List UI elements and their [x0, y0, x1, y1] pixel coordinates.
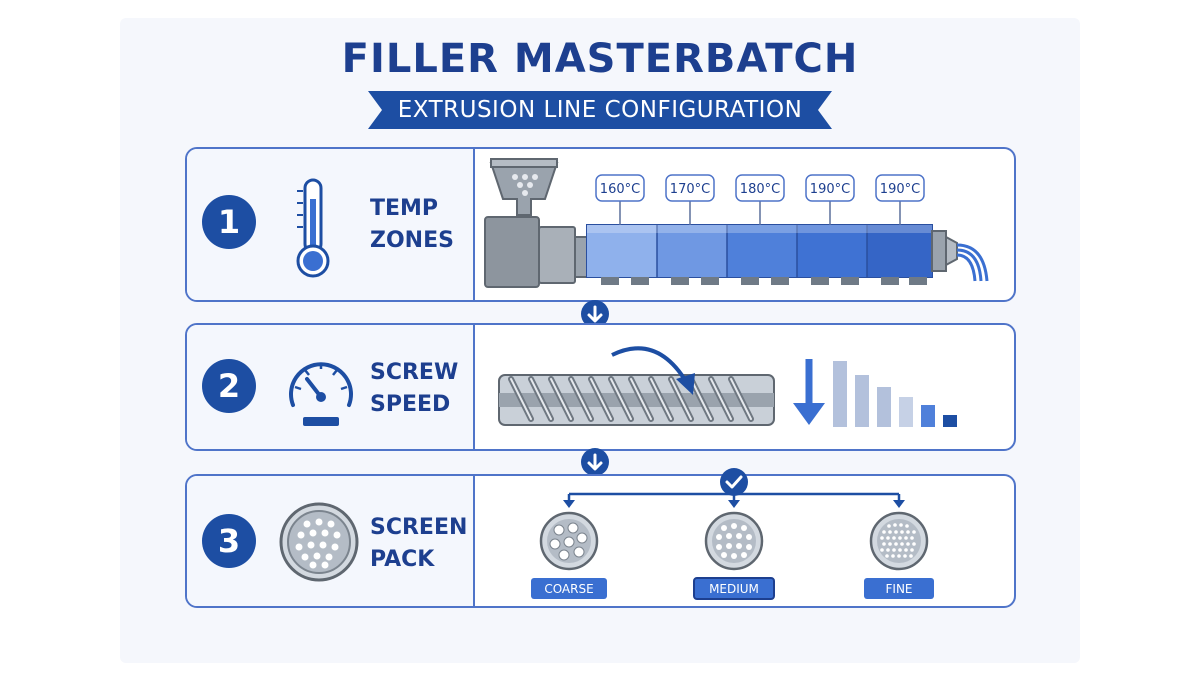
- screen-label-coarse: COARSE: [531, 578, 607, 599]
- screen-label-medium: MEDIUM: [693, 577, 775, 600]
- svg-text:170°C: 170°C: [670, 182, 710, 197]
- step-number-badge: 1: [202, 195, 256, 249]
- medium-screen-disc: [704, 511, 764, 571]
- step-label: SCREEN PACK: [370, 515, 468, 572]
- speed-bars: [793, 359, 957, 427]
- svg-text:190°C: 190°C: [810, 182, 850, 197]
- arrow-down-icon: [581, 448, 609, 476]
- check-icon: [720, 468, 748, 496]
- step-screw-speed: 2 SCREW SPEED: [185, 323, 1016, 451]
- screen-options: COARSE MEDIUM FINE: [531, 468, 934, 600]
- temp-zone-label: 180°C: [735, 174, 785, 202]
- page-title: FILLER MASTERBATCH: [341, 36, 859, 82]
- step-number-badge: 2: [202, 359, 256, 413]
- step-temp-zones: 1 TEMP ZONES: [185, 147, 1016, 302]
- screen-filter-icon: [279, 502, 359, 582]
- svg-text:160°C: 160°C: [600, 182, 640, 197]
- step-label: SCREW SPEED: [370, 360, 459, 417]
- extruder-diagram: 160°C 170°C 180°C 190°C 190°C: [484, 158, 989, 288]
- step-label: TEMP ZONES: [370, 196, 454, 253]
- temp-zone-label: 160°C: [595, 174, 645, 202]
- thermometer-icon: [296, 178, 330, 278]
- svg-text:180°C: 180°C: [740, 182, 780, 197]
- svg-text:MEDIUM: MEDIUM: [709, 582, 759, 596]
- svg-text:FINE: FINE: [886, 582, 913, 596]
- speedometer-icon: [289, 362, 353, 426]
- subtitle-text: EXTRUSION LINE CONFIGURATION: [397, 97, 803, 123]
- step-number-badge: 3: [202, 514, 256, 568]
- screw-diagram: [498, 346, 775, 426]
- temp-zone-label: 190°C: [875, 174, 925, 202]
- svg-text:190°C: 190°C: [880, 182, 920, 197]
- coarse-screen-disc: [539, 511, 599, 571]
- step-screen-pack: 3 SCREEN PACK: [185, 468, 1016, 608]
- subtitle-ribbon: EXTRUSION LINE CONFIGURATION: [368, 91, 832, 129]
- screen-label-fine: FINE: [864, 578, 934, 599]
- temp-zone-label: 170°C: [665, 174, 715, 202]
- svg-text:COARSE: COARSE: [544, 582, 593, 596]
- fine-screen-disc: [869, 511, 929, 571]
- temp-zone-label: 190°C: [805, 174, 855, 202]
